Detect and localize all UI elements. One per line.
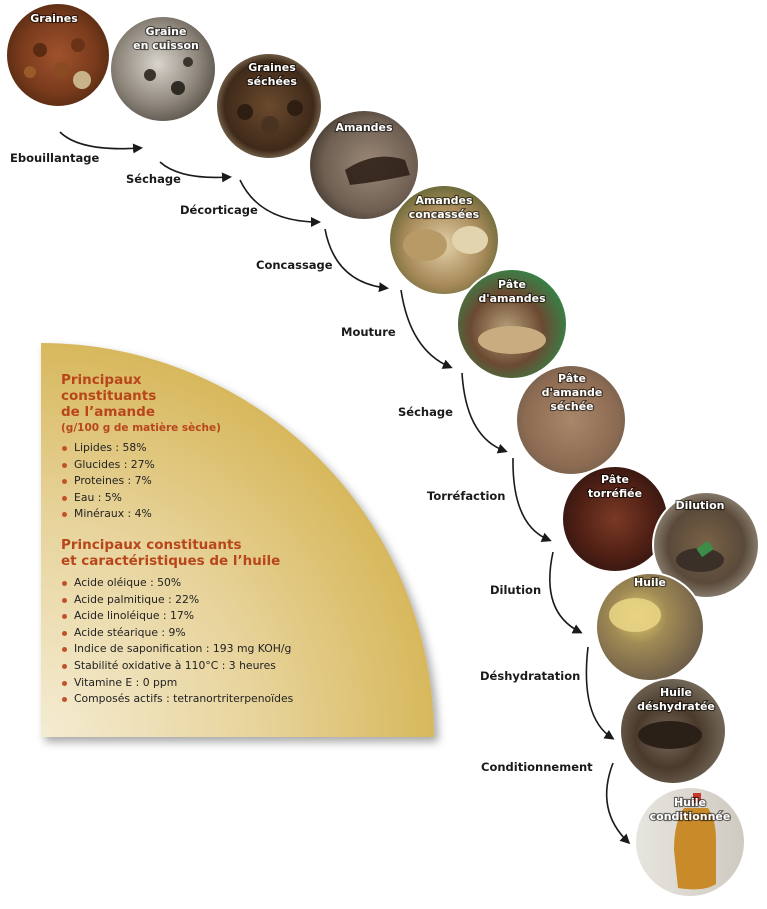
arrow-mouture (400, 289, 453, 369)
photo-label-line-2: d'amande (542, 386, 603, 399)
photo-label: Amandes (335, 121, 393, 134)
step-label-mouture: Mouture (341, 325, 396, 339)
arrow-ebouillantage (59, 131, 143, 154)
photo-label-line-1: Graine (146, 25, 187, 38)
arrow-torrefaction (512, 457, 552, 542)
info-panel-content: Principaux constituants de l’amande (g/1… (61, 372, 401, 708)
kernel-section-title: Principaux constituants de l’amande (61, 372, 401, 420)
photo-label-line-2: en cuisson (133, 39, 199, 52)
arrow-sechage-2 (461, 372, 508, 454)
photo-label-line-1: Pâte (498, 278, 526, 291)
kernel-unit: (g/100 g de matière sèche) (61, 422, 221, 434)
arrow-decorticage (239, 179, 321, 227)
arrow-dilution (549, 551, 583, 634)
step-label-ebouillantage: Ebouillantage (10, 151, 99, 165)
list-item: Lipides : 58% (61, 440, 401, 457)
step-label-sechage-1: Séchage (126, 172, 181, 186)
arrow-conditionnement (605, 762, 631, 845)
list-item: Minéraux : 4% (61, 506, 401, 523)
list-item: Acide oléique : 50% (61, 575, 401, 592)
oil-title-line-2: et caractéristiques de l’huile (61, 552, 281, 569)
step-label-conditionnement: Conditionnement (481, 760, 593, 774)
oil-characteristics-list: Acide oléique : 50% Acide palmitique : 2… (61, 575, 401, 708)
kernel-composition-list: Lipides : 58% Glucides : 27% Proteines :… (61, 440, 401, 523)
list-item: Composés actifs : tetranortriterpenoïdes (61, 691, 401, 708)
photo-huile-deshydratee: Huile déshydratée (619, 677, 727, 785)
list-item: Glucides : 27% (61, 457, 401, 474)
photo-label: Dilution (676, 499, 725, 512)
photo-label-line-1: Huile (660, 686, 692, 699)
photo-label-line-2: déshydratée (637, 700, 715, 713)
step-label-torrefaction: Torréfaction (427, 489, 505, 503)
photo-label-line-1: Amandes (415, 194, 473, 207)
list-item: Vitamine E : 0 ppm (61, 675, 401, 692)
photo-dilution: Dilution (652, 491, 760, 599)
photo-graine-en-cuisson: Graine en cuisson (109, 15, 217, 123)
step-label-dilution: Dilution (490, 583, 541, 597)
arrow-concassage (324, 228, 389, 293)
list-item: Acide palmitique : 22% (61, 592, 401, 609)
process-arrows (59, 131, 631, 845)
kernel-title-line-2: constituants (61, 388, 157, 404)
oil-title-line-1: Principaux constituants (61, 536, 242, 553)
photo-huile: Huile (595, 572, 705, 682)
photo-amandes-concassees: Amandes concassées (388, 184, 500, 296)
photo-huile-conditionnee: Huile conditionnée (634, 786, 746, 898)
list-item: Stabilité oxidative à 110°C : 3 heures (61, 658, 401, 675)
kernel-title-line-3: de l’amande (61, 404, 155, 420)
photo-label-line-1: Huile (674, 796, 706, 809)
photo-graines-sechees: Graines séchées (215, 52, 323, 160)
photo-pate-d-amandes: Pâte d'amandes (456, 268, 568, 380)
photo-label-line-2: concassées (409, 208, 480, 221)
photo-label-line-1: Pâte (601, 473, 629, 486)
list-item: Eau : 5% (61, 490, 401, 507)
photo-label-line-2: séchées (247, 75, 297, 88)
arrow-deshydratation (585, 646, 615, 740)
step-label-concassage: Concassage (256, 258, 333, 272)
photo-graines: Graines (5, 2, 111, 108)
photo-label: Huile (634, 576, 666, 589)
photo-label-line-3: séchée (550, 400, 593, 413)
photo-label-line-1: Graines (248, 61, 296, 74)
list-item: Acide stéarique : 9% (61, 625, 401, 642)
photo-label-line-2: d'amandes (478, 292, 546, 305)
photo-label-line-2: conditionnée (650, 810, 731, 823)
photo-label-line-2: torréfiée (588, 487, 642, 500)
kernel-title-line-1: Principaux (61, 372, 142, 388)
photo-amandes: Amandes (308, 109, 420, 221)
step-label-sechage-2: Séchage (398, 405, 453, 419)
step-label-decorticage: Décorticage (180, 203, 258, 217)
photo-pate-torrefiee: Pâte torréfiée (561, 465, 669, 573)
photo-label: Graines (30, 12, 78, 25)
list-item: Acide linoléique : 17% (61, 608, 401, 625)
photo-label-line-1: Pâte (558, 372, 586, 385)
arrow-sechage-1 (159, 161, 232, 183)
list-item: Proteines : 7% (61, 473, 401, 490)
oil-section-title: Principaux constituants et caractéristiq… (61, 537, 401, 569)
list-item: Indice de saponification : 193 mg KOH/g (61, 641, 401, 658)
step-label-deshydratation: Déshydratation (480, 669, 580, 683)
photo-pate-d-amande-sechee: Pâte d'amande séchée (515, 364, 627, 476)
